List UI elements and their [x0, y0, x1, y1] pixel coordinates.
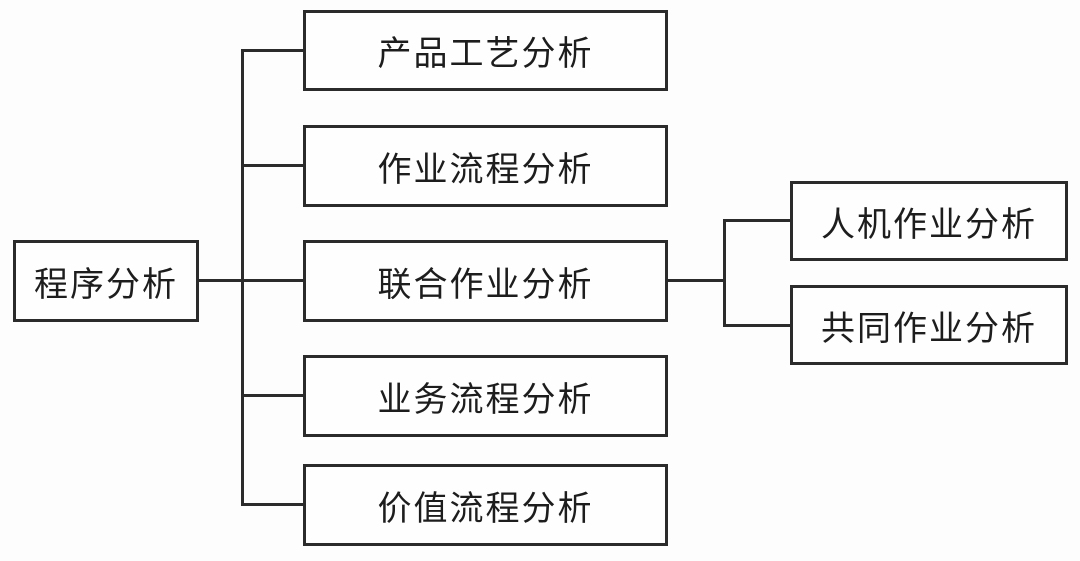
node-business-flow-analysis: 业务流程分析 — [303, 355, 668, 437]
connector-branch-operation-flow — [241, 164, 303, 167]
connector-branch-joint-operation — [241, 279, 303, 282]
node-program-analysis: 程序分析 — [13, 240, 199, 322]
connector-trunk-vertical — [241, 49, 244, 506]
node-label: 人机作业分析 — [821, 204, 1037, 245]
connector-branch-product-process — [241, 49, 303, 52]
node-label: 程序分析 — [34, 264, 178, 305]
node-man-machine-operation-analysis: 人机作业分析 — [790, 181, 1068, 261]
node-label: 作业流程分析 — [377, 149, 594, 190]
node-value-flow-analysis: 价值流程分析 — [303, 464, 668, 546]
connector-branch-value-flow — [241, 503, 303, 506]
node-label: 共同作业分析 — [821, 308, 1037, 349]
node-label: 联合作业分析 — [377, 264, 594, 305]
node-label: 价值流程分析 — [377, 488, 594, 529]
node-operation-flow-analysis: 作业流程分析 — [303, 125, 668, 207]
connector-root-horizontal — [198, 279, 244, 282]
node-product-process-analysis: 产品工艺分析 — [303, 10, 668, 91]
connector-sub-horizontal — [668, 279, 726, 282]
node-joint-operation-analysis: 联合作业分析 — [303, 240, 668, 322]
connector-branch-business-flow — [241, 394, 303, 397]
node-label: 产品工艺分析 — [377, 34, 594, 74]
connector-branch-common-operation — [723, 324, 790, 327]
node-label: 业务流程分析 — [377, 379, 594, 420]
connector-sub-trunk-vertical — [723, 219, 726, 327]
node-common-operation-analysis: 共同作业分析 — [790, 285, 1068, 365]
connector-branch-man-machine — [723, 219, 790, 222]
